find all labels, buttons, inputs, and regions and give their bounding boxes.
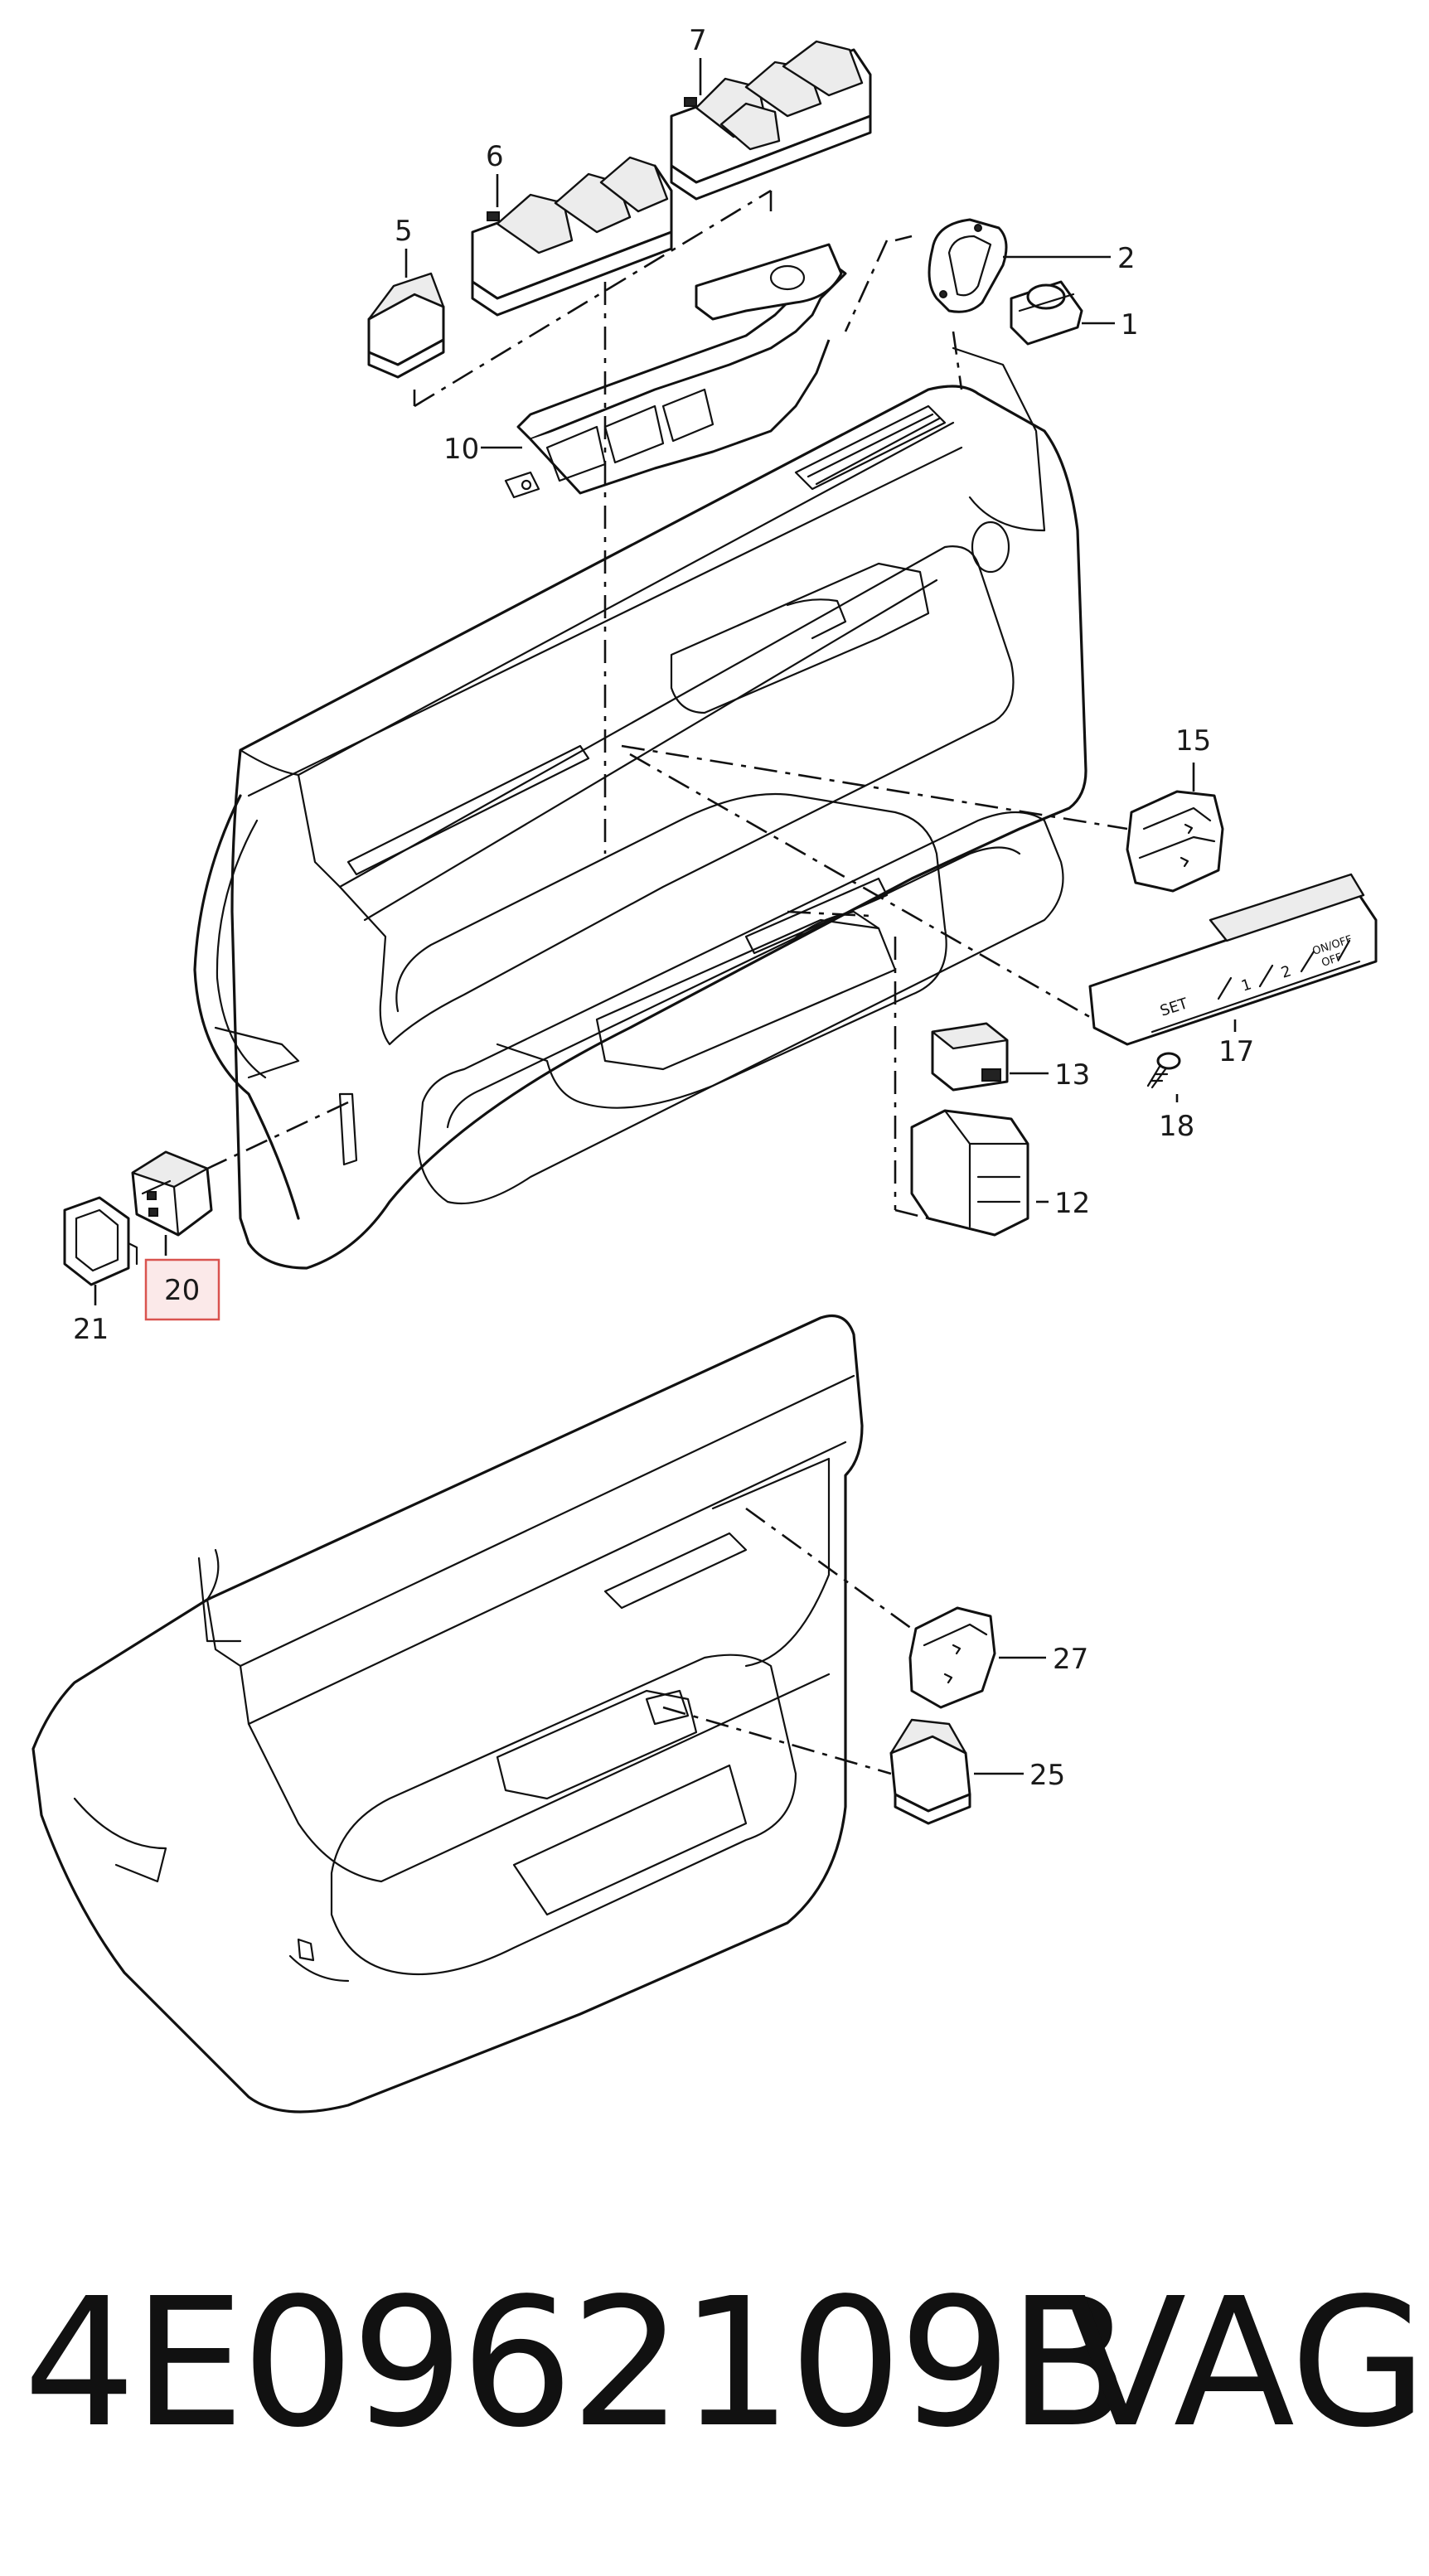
rear-door-trim-panel (31, 1314, 864, 2114)
callout-7: 7 (689, 24, 707, 57)
part-1-mirror-switch[interactable] (1010, 280, 1083, 346)
part-13-switch[interactable] (931, 1022, 1009, 1092)
callout-6: 6 (486, 140, 504, 173)
callout-27: 27 (1053, 1643, 1088, 1676)
part-15-switch[interactable] (1126, 790, 1224, 893)
part-27-switch[interactable] (908, 1606, 996, 1709)
part-2-trim-ring[interactable] (928, 218, 1008, 313)
callout-labels: 1 2 5 6 7 10 12 13 15 17 18 20 21 25 27 (73, 24, 1254, 1792)
callout-1: 1 (1121, 308, 1139, 341)
callout-17: 17 (1218, 1035, 1254, 1068)
callout-18: 18 (1159, 1110, 1194, 1143)
part-20-seat-adjust-switch[interactable] (131, 1150, 213, 1237)
part-12-switch-housing[interactable] (910, 1109, 1029, 1237)
part-17-memory-switch-strip[interactable]: SET 1 2 ON/OFF OFF (1088, 873, 1378, 1046)
callout-15: 15 (1175, 724, 1211, 758)
part-6-window-switch-block[interactable] (471, 156, 673, 317)
part-10-switch-carrier[interactable] (504, 243, 847, 499)
callout-20: 20 (164, 1274, 200, 1307)
brand-label: VAG (1065, 2260, 1427, 2467)
callout-leaders (94, 58, 1237, 1775)
callout-5: 5 (395, 215, 413, 248)
highlight-box (144, 1258, 220, 1321)
callout-10: 10 (443, 433, 479, 466)
part-7-window-switch-block[interactable] (670, 40, 872, 201)
assembly-lines (206, 189, 1128, 1775)
part-21-switch-bezel[interactable] (63, 1196, 138, 1286)
callout-12: 12 (1054, 1187, 1090, 1220)
part-25-switch[interactable] (889, 1718, 971, 1825)
callout-25: 25 (1029, 1759, 1065, 1792)
callout-21: 21 (73, 1313, 109, 1346)
callout-2: 2 (1117, 242, 1136, 275)
part-18-screw[interactable] (1146, 1052, 1181, 1089)
legend-off: OFF (1320, 951, 1344, 970)
callout-13: 13 (1054, 1058, 1090, 1092)
part-5-window-switch[interactable] (367, 272, 445, 379)
part-number: 4E0962109B (23, 2260, 1130, 2467)
